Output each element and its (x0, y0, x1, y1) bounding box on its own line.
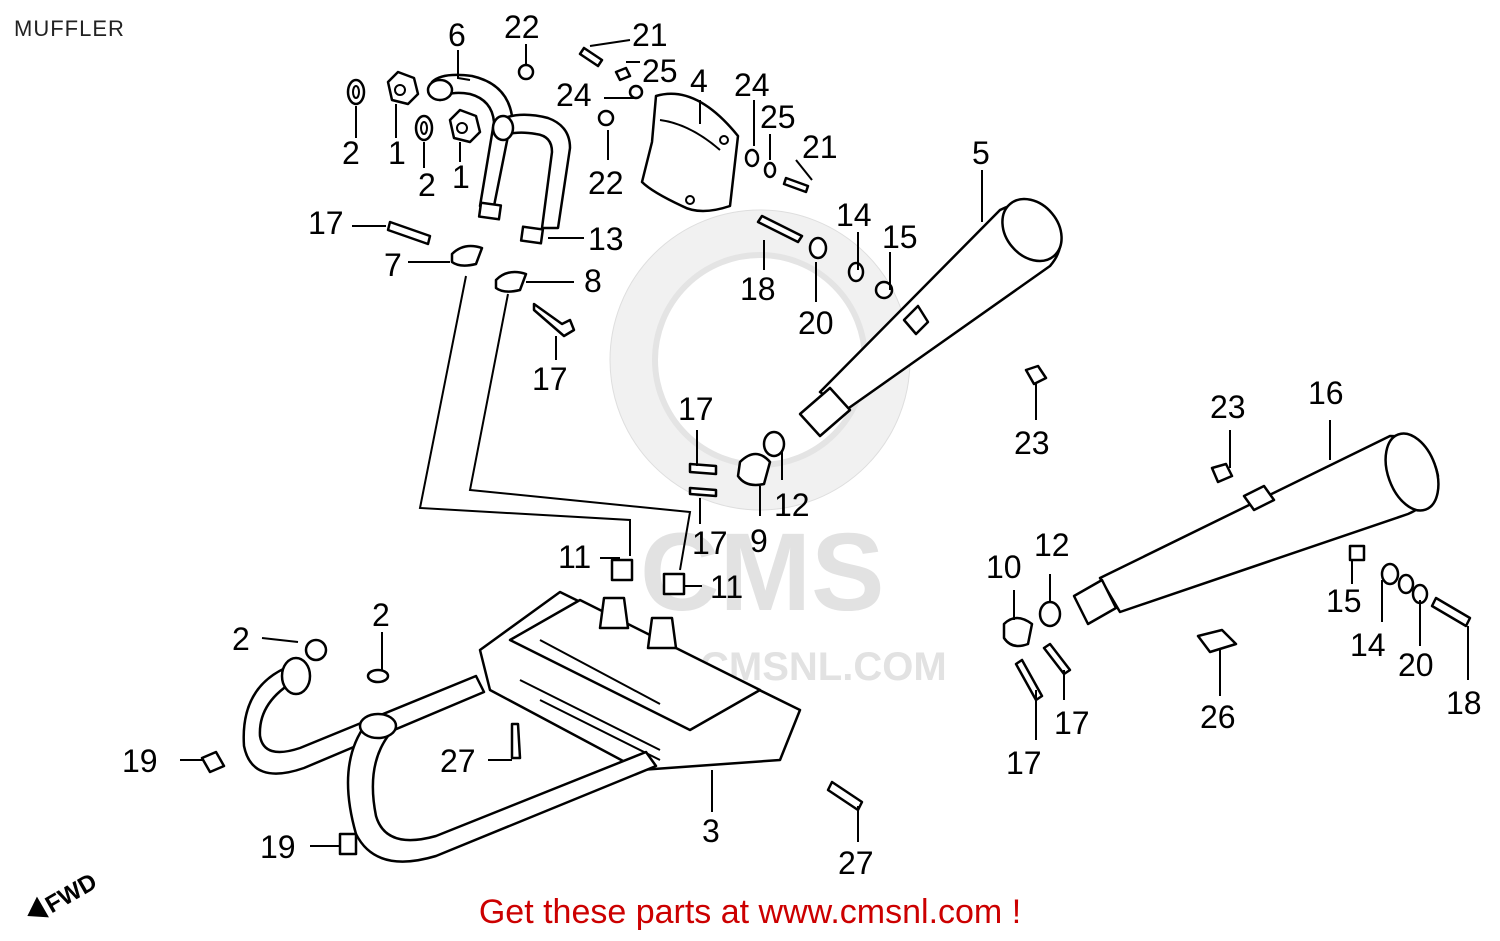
callout-17: 17 (532, 361, 568, 397)
callout-20: 20 (798, 305, 834, 341)
clamps-and-bolts (386, 220, 718, 498)
callout-9: 9 (750, 523, 768, 559)
callout-23: 23 (1210, 389, 1246, 425)
callout-11: 11 (710, 569, 743, 605)
callouts: 2 1 2 1 6 22 21 25 4 24 22 24 25 21 5 17… (122, 9, 1482, 881)
callout-22: 22 (588, 165, 624, 201)
callout-6: 6 (448, 17, 466, 53)
exhaust-pipe-upper (426, 73, 572, 245)
callout-23: 23 (1014, 425, 1050, 461)
callout-16: 16 (1308, 375, 1344, 411)
muffler-right (798, 197, 1063, 438)
callout-7: 7 (384, 247, 402, 283)
callout-27: 27 (440, 743, 476, 779)
lower-bolts (200, 722, 864, 856)
callout-10: 10 (986, 549, 1022, 585)
leader-lines (180, 39, 1469, 847)
callout-2: 2 (418, 167, 436, 203)
callout-13: 13 (588, 221, 624, 257)
footer-link-text[interactable]: Get these parts at www.cmsnl.com ! (478, 893, 1022, 931)
callout-17: 17 (1054, 705, 1090, 741)
callout-20: 20 (1398, 647, 1434, 683)
page-title: MUFFLER (14, 16, 125, 41)
exhaust-pipe-lower (242, 638, 658, 863)
callout-21: 21 (802, 129, 838, 165)
callout-21: 21 (632, 17, 668, 53)
callout-17: 17 (308, 205, 344, 241)
callout-19: 19 (260, 829, 296, 865)
callout-2: 2 (232, 621, 250, 657)
muffler-hardware (736, 214, 1472, 702)
callout-26: 26 (1200, 699, 1236, 735)
muffler-left (1072, 432, 1440, 626)
callout-12: 12 (1034, 527, 1070, 563)
callout-5: 5 (972, 135, 990, 171)
callout-1: 1 (388, 135, 406, 171)
callout-2: 2 (342, 135, 360, 171)
callout-25: 25 (642, 53, 678, 89)
callout-1: 1 (452, 159, 470, 195)
callout-24: 24 (556, 77, 592, 113)
callout-18: 18 (740, 271, 776, 307)
callout-19: 19 (122, 743, 158, 779)
protector-hardware (517, 46, 810, 194)
callout-18: 18 (1446, 685, 1482, 721)
callout-14: 14 (836, 197, 872, 233)
callout-17: 17 (678, 391, 714, 427)
callout-3: 3 (702, 813, 720, 849)
callout-2: 2 (372, 597, 390, 633)
callout-4: 4 (690, 63, 708, 99)
callout-14: 14 (1350, 627, 1386, 663)
callout-17: 17 (1006, 745, 1042, 781)
callout-12: 12 (774, 487, 810, 523)
callout-27: 27 (838, 845, 874, 881)
watermark-main: CMS (640, 511, 884, 634)
callout-25: 25 (760, 99, 796, 135)
watermark: CMS CMSNL.COM (609, 209, 947, 689)
callout-22: 22 (504, 9, 540, 45)
callout-24: 24 (734, 67, 770, 103)
callout-8: 8 (584, 263, 602, 299)
callout-11: 11 (558, 539, 591, 575)
callout-15: 15 (882, 219, 918, 255)
exhaust-chamber (478, 558, 802, 772)
heat-protector (640, 92, 740, 213)
flange-and-gasket-set (346, 70, 482, 144)
callout-17: 17 (692, 525, 728, 561)
callout-15: 15 (1326, 583, 1362, 619)
